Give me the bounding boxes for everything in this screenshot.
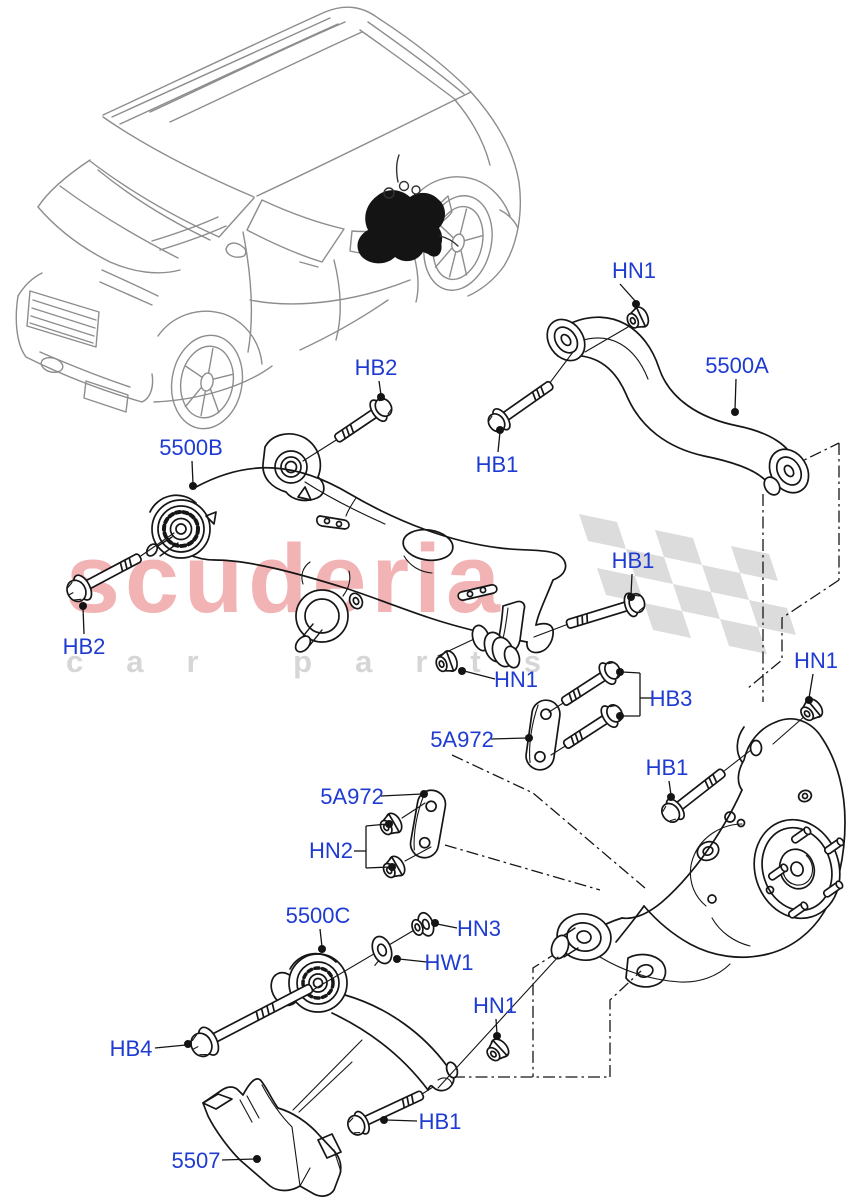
nut-hn1-lower [481, 1035, 513, 1067]
part-label-hb4[interactable]: HB4 [109, 1036, 153, 1061]
leader-lines [79, 283, 814, 1163]
bolt-hb1-upper [487, 380, 554, 433]
bolt-hb1-mid [565, 592, 646, 629]
checkered-flag-watermark-icon [579, 514, 796, 654]
axis-lines [134, 326, 807, 1097]
part-label-hb2-left[interactable]: HB2 [62, 634, 106, 659]
part-arm-guard [202, 1078, 342, 1197]
part-shim-plate-upper [525, 699, 561, 771]
watermark-brand: scuderia [66, 524, 505, 633]
part-label-hn2[interactable]: HN2 [308, 838, 354, 863]
part-label-5500b[interactable]: 5500B [159, 435, 223, 460]
part-label-5507[interactable]: 5507 [171, 1148, 221, 1173]
bolt-hb2-upper [334, 397, 393, 443]
part-label-5a972-lower[interactable]: 5A972 [320, 784, 384, 809]
part-lower-control-arm [145, 433, 567, 669]
bolt-hb2-left [66, 553, 142, 603]
part-wheel-knuckle-hub [550, 718, 846, 988]
part-label-hb1-upper[interactable]: HB1 [475, 452, 519, 477]
nut-hn3 [411, 911, 435, 937]
bolt-hb1-lower [347, 1090, 425, 1136]
part-label-hn1-upper[interactable]: HN1 [611, 258, 657, 283]
part-label-hn3[interactable]: HN3 [456, 916, 502, 941]
part-label-5500c[interactable]: 5500C [285, 903, 351, 928]
part-label-hn1-lower[interactable]: HN1 [472, 993, 518, 1018]
part-upper-control-arm [546, 316, 810, 496]
bolt-hb3-b [562, 704, 624, 749]
alignment-dash-lines [444, 442, 840, 1078]
part-label-5a972-upper[interactable]: 5A972 [430, 727, 494, 752]
wheel-studs [767, 826, 845, 919]
part-label-hb1-mid[interactable]: HB1 [611, 548, 655, 573]
vehicle-illustration [15, 6, 522, 430]
bolt-hb1-right [660, 768, 726, 823]
part-label-hn1-center[interactable]: HN1 [493, 667, 539, 692]
part-label-hn1-right[interactable]: HN1 [793, 648, 839, 673]
nut-hn1-upper [623, 303, 653, 334]
part-label-hb2-upper[interactable]: HB2 [354, 355, 398, 380]
nuts-washers [371, 303, 827, 1067]
part-label-hb3[interactable]: HB3 [649, 686, 693, 711]
part-label-hb1-lower[interactable]: HB1 [418, 1109, 462, 1134]
part-label-hw1[interactable]: HW1 [424, 950, 474, 975]
bolt-hb4 [190, 983, 314, 1058]
part-label-hb1-right[interactable]: HB1 [645, 755, 689, 780]
washer-hw1 [371, 935, 393, 966]
bolts [66, 380, 726, 1136]
highlighted-suspension-icon [357, 154, 459, 264]
part-label-5500a[interactable]: 5500A [705, 353, 769, 378]
